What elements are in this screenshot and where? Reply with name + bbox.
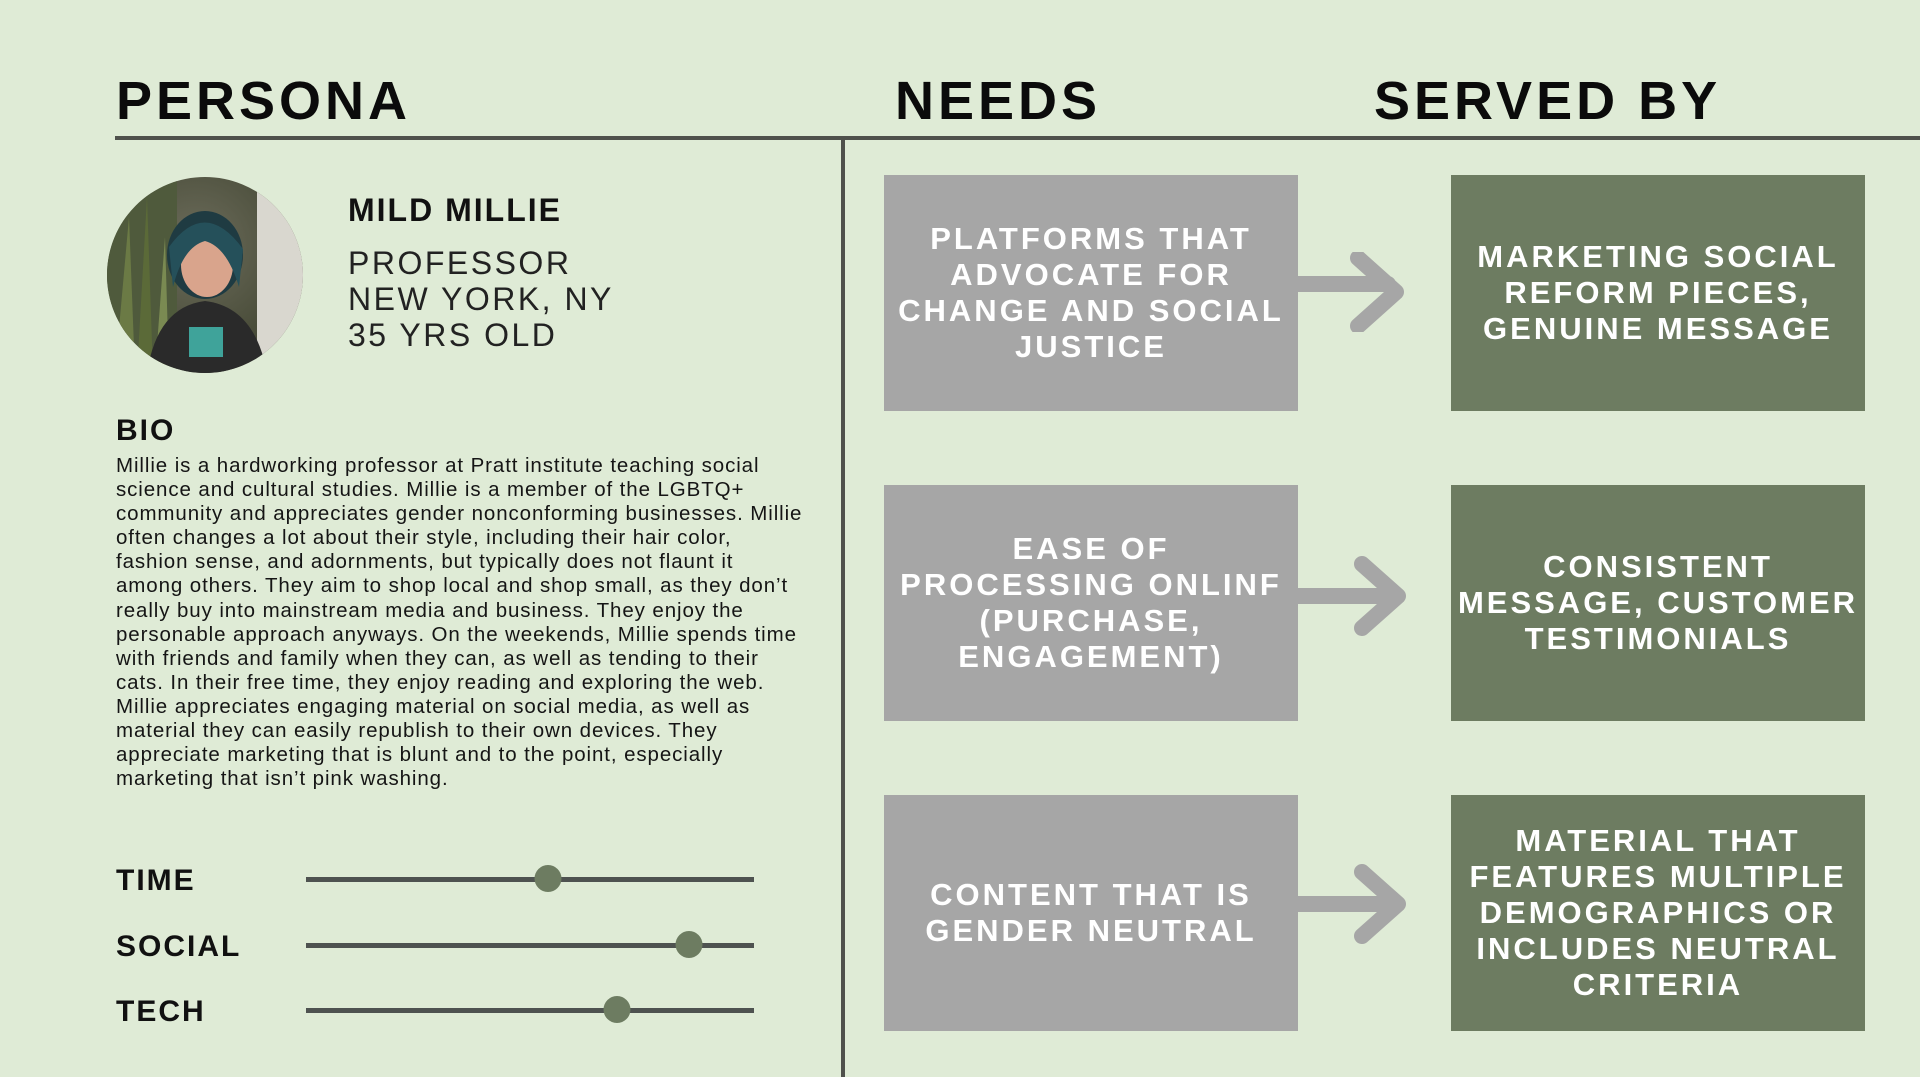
persona-age: 35 YRS OLD xyxy=(348,317,558,353)
persona-photo xyxy=(107,177,303,373)
slider-thumb[interactable] xyxy=(534,865,562,892)
served-by-box-2: CONSISTENT MESSAGE, CUSTOMER TESTIMONIAL… xyxy=(1451,485,1865,721)
slider-label-time: TIME xyxy=(116,864,196,897)
column-divider xyxy=(841,140,845,1077)
slider-thumb[interactable] xyxy=(675,931,703,958)
right-arrow-icon xyxy=(1296,252,1404,332)
persona-name: MILD MILLIE xyxy=(348,192,562,228)
persona-location: NEW YORK, NY xyxy=(348,281,614,317)
need-text-2: EASE OF PROCESSING ONLINF (PURCHASE, ENG… xyxy=(900,531,1282,674)
need-box-2: EASE OF PROCESSING ONLINF (PURCHASE, ENG… xyxy=(884,485,1298,721)
header-divider xyxy=(115,136,1920,140)
need-text-3: CONTENT THAT IS GENDER NEUTRAL xyxy=(925,877,1257,948)
slider-thumb[interactable] xyxy=(603,996,631,1023)
served-by-text-3: MATERIAL THAT FEATURES MULTIPLE DEMOGRAP… xyxy=(1469,823,1847,1002)
served-by-text-1: MARKETING SOCIAL REFORM PIECES, GENUINE … xyxy=(1477,239,1839,346)
persona-occupation: PROFESSOR xyxy=(348,245,572,281)
slider-track xyxy=(306,877,754,882)
persona-heading: PERSONA xyxy=(116,71,412,131)
right-arrow-icon xyxy=(1296,864,1406,944)
slider-social[interactable] xyxy=(306,931,754,958)
right-arrow-icon xyxy=(1296,556,1406,636)
slider-tech[interactable] xyxy=(306,996,754,1023)
need-box-1: PLATFORMS THAT ADVOCATE FOR CHANGE AND S… xyxy=(884,175,1298,411)
bio-text: Millie is a hardworking professor at Pra… xyxy=(116,454,803,791)
need-text-1: PLATFORMS THAT ADVOCATE FOR CHANGE AND S… xyxy=(898,221,1284,364)
served-by-heading: SERVED BY xyxy=(1374,71,1722,131)
slider-label-social: SOCIAL xyxy=(116,930,242,963)
slider-track xyxy=(306,1008,754,1013)
bio-heading: BIO xyxy=(116,414,176,447)
slider-time[interactable] xyxy=(306,865,754,892)
need-box-3: CONTENT THAT IS GENDER NEUTRAL xyxy=(884,795,1298,1031)
persona-avatar xyxy=(107,177,303,373)
needs-heading: NEEDS xyxy=(895,71,1102,131)
served-by-text-2: CONSISTENT MESSAGE, CUSTOMER TESTIMONIAL… xyxy=(1457,549,1859,656)
served-by-box-1: MARKETING SOCIAL REFORM PIECES, GENUINE … xyxy=(1451,175,1865,411)
slider-track xyxy=(306,943,754,948)
served-by-box-3: MATERIAL THAT FEATURES MULTIPLE DEMOGRAP… xyxy=(1451,795,1865,1031)
slider-label-tech: TECH xyxy=(116,995,206,1028)
